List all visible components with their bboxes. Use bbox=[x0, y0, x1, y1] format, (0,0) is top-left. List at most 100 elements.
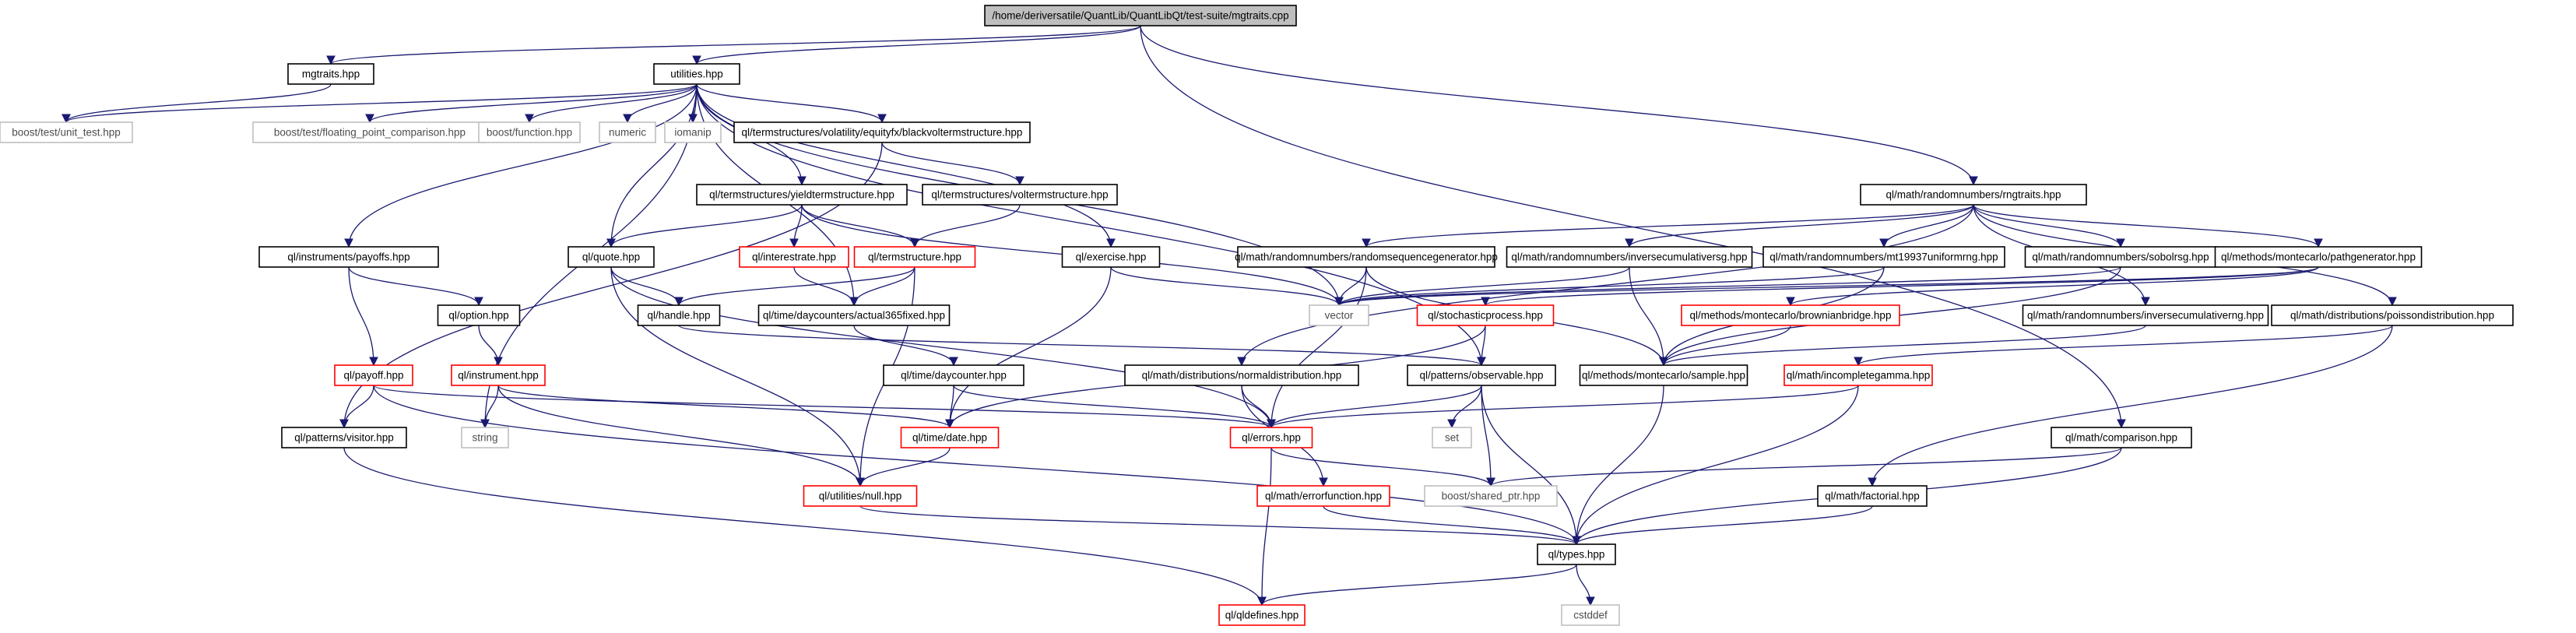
edge-interestrate-to-actual365 bbox=[793, 266, 859, 307]
node-termstructure[interactable]: ql/termstructure.hpp bbox=[853, 246, 976, 268]
node-sample[interactable]: ql/methods/montecarlo/sample.hpp bbox=[1579, 364, 1748, 386]
node-factorial[interactable]: ql/math/factorial.hpp bbox=[1817, 485, 1928, 507]
node-null-label: ql/utilities/null.hpp bbox=[819, 491, 902, 502]
node-stochproc[interactable]: ql/stochasticprocess.hpp bbox=[1416, 304, 1555, 326]
node-volts-box bbox=[922, 184, 1118, 206]
edge-utilities-to-exercise bbox=[696, 83, 1116, 248]
node-normaldist[interactable]: ql/math/distributions/normaldistribution… bbox=[1124, 364, 1359, 386]
node-date[interactable]: ql/time/date.hpp bbox=[900, 427, 1000, 448]
edge-yieldts-to-quote bbox=[606, 204, 803, 248]
node-yieldts[interactable]: ql/termstructures/yieldtermstructure.hpp bbox=[696, 184, 908, 206]
node-factorial-box bbox=[1817, 485, 1928, 507]
node-daycounter[interactable]: ql/time/daycounter.hpp bbox=[883, 364, 1024, 386]
node-visitor[interactable]: ql/patterns/visitor.hpp bbox=[281, 427, 407, 448]
node-stochproc-label: ql/stochasticprocess.hpp bbox=[1428, 310, 1543, 322]
node-handle[interactable]: ql/handle.hpp bbox=[637, 304, 721, 326]
node-errors-box bbox=[1229, 427, 1313, 448]
node-daycounter-label: ql/time/daycounter.hpp bbox=[901, 370, 1007, 382]
node-incgamma-label: ql/math/incompletegamma.hpp bbox=[1787, 370, 1931, 382]
node-normaldist-box bbox=[1124, 364, 1359, 386]
node-null[interactable]: ql/utilities/null.hpp bbox=[803, 485, 918, 507]
node-set-box bbox=[1432, 427, 1472, 448]
edge-observable-to-set bbox=[1447, 385, 1482, 429]
edge-null-to-types bbox=[859, 505, 1581, 546]
node-types[interactable]: ql/types.hpp bbox=[1537, 543, 1616, 565]
edge-invcumrsg-to-vector bbox=[1334, 266, 1630, 307]
node-vector-label: vector bbox=[1325, 310, 1354, 322]
node-quote-box bbox=[568, 246, 655, 268]
node-exercise[interactable]: ql/exercise.hpp bbox=[1061, 246, 1161, 268]
edge-actual365-to-daycounter bbox=[853, 325, 958, 367]
edge-rngtraits-to-rsg bbox=[1362, 204, 1974, 248]
node-mgtraits_hpp[interactable]: mgtraits.hpp bbox=[287, 63, 374, 85]
node-factorial-label: ql/math/factorial.hpp bbox=[1825, 491, 1920, 502]
node-instrument[interactable]: ql/instrument.hpp bbox=[451, 364, 546, 386]
node-qldefines[interactable]: ql/qldefines.hpp bbox=[1218, 604, 1306, 626]
node-sobolrsg[interactable]: ql/math/randomnumbers/sobolrsg.hpp bbox=[2024, 246, 2217, 268]
node-option-box bbox=[437, 304, 521, 326]
edge-instrument-to-date bbox=[497, 385, 954, 429]
node-root[interactable]: /home/deriversatile/QuantLib/QuantLibQt/… bbox=[984, 5, 1297, 26]
node-payoffs[interactable]: ql/instruments/payoffs.hpp bbox=[258, 246, 439, 268]
node-types-box bbox=[1537, 543, 1616, 565]
node-blackvol[interactable]: ql/termstructures/volatility/equityfx/bl… bbox=[733, 121, 1031, 143]
node-rngtraits-box bbox=[1860, 184, 2087, 206]
edge-observable-to-shared_ptr bbox=[1481, 385, 1495, 487]
node-option-label: ql/option.hpp bbox=[448, 310, 508, 322]
edge-root-to-mgtraits_hpp bbox=[326, 25, 1141, 65]
node-numeric: numeric bbox=[599, 121, 656, 143]
edge-rngtraits-to-pathgen bbox=[1973, 204, 2323, 248]
node-actual365[interactable]: ql/time/daycounters/actual365fixed.hpp bbox=[757, 304, 951, 326]
node-observable[interactable]: ql/patterns/observable.hpp bbox=[1407, 364, 1556, 386]
edge-yieldts-to-interestrate bbox=[789, 204, 803, 248]
node-quote[interactable]: ql/quote.hpp bbox=[568, 246, 655, 268]
edge-utilities-to-blackvol bbox=[696, 83, 887, 124]
node-exercise-box bbox=[1061, 246, 1161, 268]
node-option[interactable]: ql/option.hpp bbox=[437, 304, 521, 326]
node-mt19937-box bbox=[1762, 246, 2005, 268]
node-sample-label: ql/methods/montecarlo/sample.hpp bbox=[1582, 370, 1745, 382]
nodes-layer: /home/deriversatile/QuantLib/QuantLibQt/… bbox=[0, 5, 2514, 626]
node-shared_ptr-label: boost/shared_ptr.hpp bbox=[1442, 491, 1541, 502]
node-comparison[interactable]: ql/math/comparison.hpp bbox=[2051, 427, 2192, 448]
edge-blackvol-to-volts bbox=[881, 142, 1024, 186]
edge-invcumrsg-to-sample bbox=[1629, 266, 1668, 367]
node-poisson[interactable]: ql/math/distributions/poissondistributio… bbox=[2271, 304, 2514, 326]
node-incgamma[interactable]: ql/math/incompletegamma.hpp bbox=[1784, 364, 1933, 386]
edge-factorial-to-types bbox=[1572, 505, 1873, 546]
node-qldefines-box bbox=[1218, 604, 1306, 626]
node-invcumrsg[interactable]: ql/math/randomnumbers/inversecumulativer… bbox=[1506, 246, 1753, 268]
edge-invcumrng-to-sample bbox=[1659, 325, 2146, 367]
node-brownian[interactable]: ql/methods/montecarlo/brownianbridge.hpp bbox=[1681, 304, 1900, 326]
node-stochproc-box bbox=[1416, 304, 1555, 326]
node-mt19937[interactable]: ql/math/randomnumbers/mt19937uniformrng.… bbox=[1762, 246, 2005, 268]
node-utilities-box bbox=[653, 63, 740, 85]
node-yieldts-label: ql/termstructures/yieldtermstructure.hpp bbox=[709, 189, 894, 201]
node-qldefines-label: ql/qldefines.hpp bbox=[1225, 610, 1299, 621]
node-rngtraits-label: ql/math/randomnumbers/rngtraits.hpp bbox=[1885, 189, 2061, 201]
node-rsg[interactable]: ql/math/randomnumbers/randomsequencegene… bbox=[1235, 246, 1498, 268]
node-payoff[interactable]: ql/payoff.hpp bbox=[334, 364, 413, 386]
node-root-label: /home/deriversatile/QuantLib/QuantLibQt/… bbox=[992, 10, 1288, 22]
node-pathgen[interactable]: ql/methods/montecarlo/pathgenerator.hpp bbox=[2214, 246, 2423, 268]
node-fpc: boost/test/floating_point_comparison.hpp bbox=[252, 121, 487, 143]
node-interestrate[interactable]: ql/interestrate.hpp bbox=[739, 246, 849, 268]
node-errors[interactable]: ql/errors.hpp bbox=[1229, 427, 1313, 448]
edge-instrument-to-null bbox=[497, 385, 865, 487]
node-invcumrng[interactable]: ql/math/randomnumbers/inversecumulativer… bbox=[2022, 304, 2269, 326]
node-fpc-label: boost/test/floating_point_comparison.hpp bbox=[274, 127, 466, 139]
node-unit_test: boost/test/unit_test.hpp bbox=[0, 121, 133, 143]
node-comparison-box bbox=[2051, 427, 2192, 448]
node-rngtraits[interactable]: ql/math/randomnumbers/rngtraits.hpp bbox=[1860, 184, 2087, 206]
edge-rsg-to-vector bbox=[1334, 266, 1367, 307]
edge-quote-to-handle bbox=[610, 266, 684, 307]
edge-types-to-qldefines bbox=[1257, 564, 1577, 607]
node-date-label: ql/time/date.hpp bbox=[912, 432, 987, 444]
node-errorfunction[interactable]: ql/math/errorfunction.hpp bbox=[1256, 485, 1390, 507]
node-utilities[interactable]: utilities.hpp bbox=[653, 63, 740, 85]
node-unit_test-box bbox=[0, 121, 133, 143]
edge-yieldts-to-termstructure bbox=[801, 204, 919, 248]
node-invcumrng-label: ql/math/randomnumbers/inversecumulativer… bbox=[2027, 310, 2264, 322]
node-volts[interactable]: ql/termstructures/voltermstructure.hpp bbox=[922, 184, 1118, 206]
node-iomanip-box bbox=[664, 121, 722, 143]
